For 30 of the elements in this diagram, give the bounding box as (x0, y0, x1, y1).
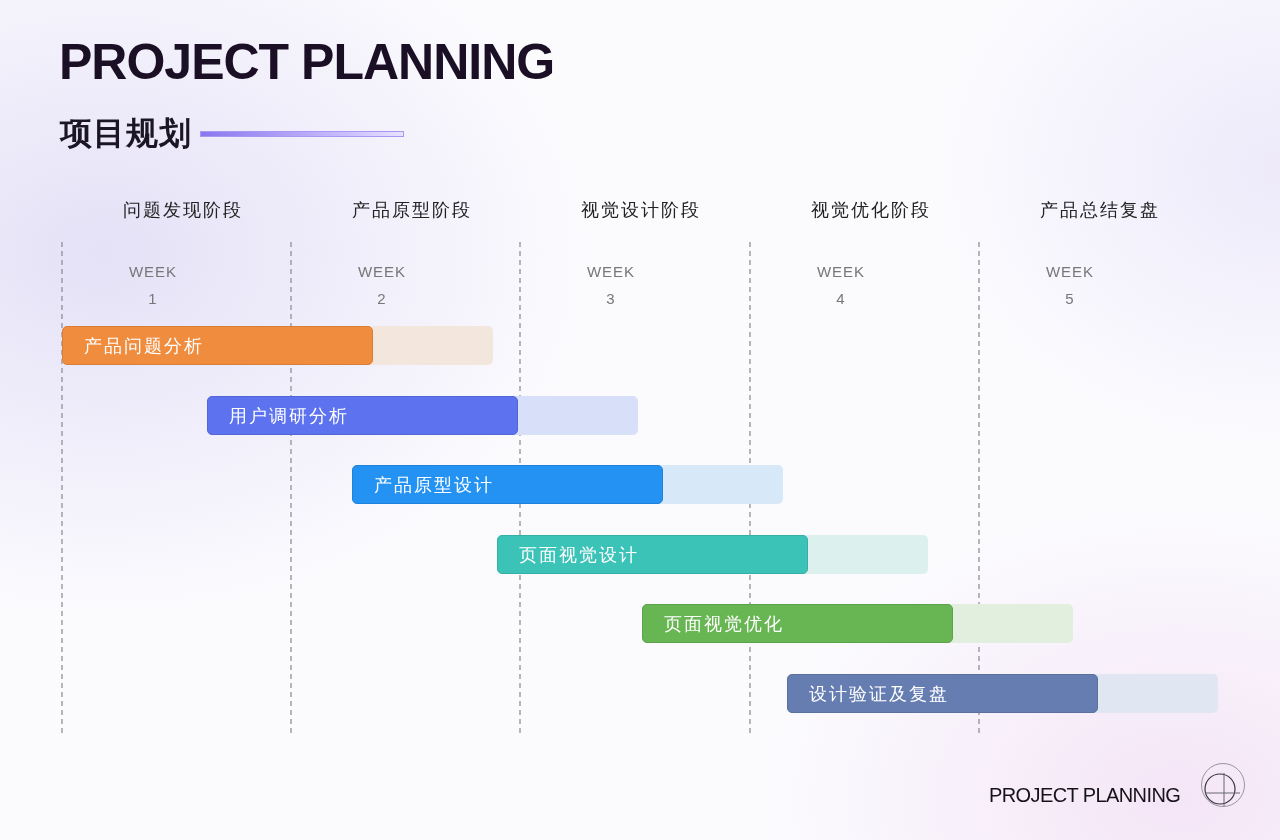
week-number: 5 (1064, 290, 1076, 308)
task-name: 页面视觉设计 (519, 544, 639, 566)
task-name: 页面视觉优化 (664, 614, 784, 635)
task-bar (642, 604, 1073, 643)
week-label: WEEK (356, 263, 408, 281)
week-number: 3 (605, 290, 617, 308)
week-number: 1 (147, 290, 159, 308)
week-label: WEEK (127, 263, 179, 281)
subtitle: 项目规划 (60, 115, 192, 151)
task-name: 产品原型设计 (374, 475, 494, 496)
title: PROJECT PLANNING (59, 37, 555, 87)
phase-heading: 问题发现阶段 (121, 199, 244, 221)
task-name: 用户调研分析 (229, 405, 349, 427)
task-name: 产品问题分析 (84, 336, 204, 357)
task-bar (787, 673, 1218, 713)
task-bar (62, 326, 493, 365)
task-bar (352, 465, 783, 504)
week-number: 2 (376, 290, 388, 308)
week-label: WEEK (585, 263, 637, 281)
phase-heading: 产品总结复盘 (1038, 199, 1161, 221)
phase-heading: 视觉设计阶段 (579, 199, 702, 221)
week-number: 4 (835, 290, 847, 308)
week-label: WEEK (815, 263, 867, 281)
phase-heading: 产品原型阶段 (350, 199, 473, 221)
footer-text: PROJECT PLANNING (989, 785, 1181, 805)
task-bar (207, 395, 638, 435)
phase-heading: 视觉优化阶段 (809, 199, 932, 221)
task-name: 设计验证及复盘 (809, 683, 949, 705)
task-bar (497, 534, 928, 574)
week-label: WEEK (1044, 263, 1096, 281)
